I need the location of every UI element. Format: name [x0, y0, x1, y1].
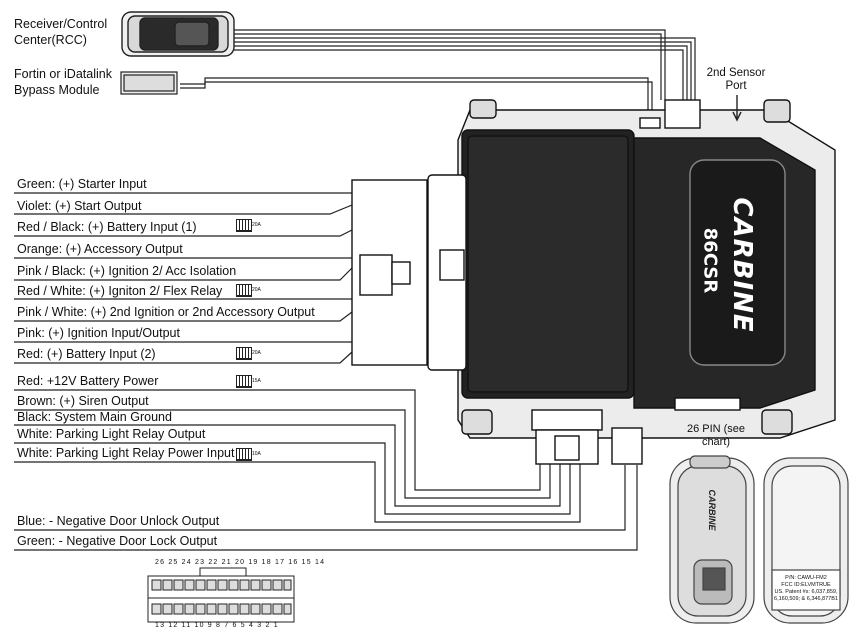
bypass-module — [120, 71, 178, 95]
fuse-rating: 20A — [252, 350, 261, 356]
wire-label: Black: System Main Ground — [17, 410, 172, 424]
wire-label: Red: +12V Battery Power — [17, 374, 159, 388]
fuse-rating: 20A — [252, 222, 261, 228]
wire-label: White: Parking Light Relay Output — [17, 427, 206, 441]
fuse-icon — [236, 375, 252, 388]
sensor-port-arrow — [732, 95, 742, 122]
fuse-icon — [236, 219, 252, 232]
wire-label: Blue: - Negative Door Unlock Output — [17, 514, 220, 528]
rcc-label: Receiver/Control Center(RCC) — [14, 17, 108, 47]
fuse-icon — [236, 448, 252, 461]
wire-label: Green: - Negative Door Lock Output — [17, 534, 218, 548]
model-number: 86CSR — [699, 227, 721, 294]
receiver-module — [121, 11, 235, 57]
pin-numbers-bottom: 13 12 11 10 9 8 7 6 5 4 3 2 1 — [155, 622, 279, 629]
fuse-icon — [236, 284, 252, 297]
wire-label: Red / Black: (+) Battery Input (1) — [17, 220, 197, 234]
wire-label: Violet: (+) Start Output — [17, 199, 142, 213]
brand-logo: CARBINE — [727, 197, 757, 333]
wire-label: Brown: (+) Siren Output — [17, 394, 149, 408]
wire-label: Red: (+) Battery Input (2) — [17, 347, 156, 361]
sensor-port-label: 2nd Sensor Port — [706, 67, 766, 92]
control-module — [351, 99, 836, 465]
wire-label: Pink / Black: (+) Ignition 2/ Acc Isolat… — [17, 264, 237, 278]
wire-label: Red / White: (+) Igniton 2/ Flex Relay — [17, 284, 223, 298]
wire-label: Orange: (+) Accessory Output — [17, 242, 183, 256]
remote-front — [669, 455, 755, 624]
remote-back — [763, 457, 849, 624]
fuse-icon — [236, 347, 252, 360]
wire-label: Pink / White: (+) 2nd Ignition or 2nd Ac… — [17, 305, 315, 319]
fuse-rating: 15A — [252, 378, 261, 384]
pin-connector-drawing — [147, 567, 295, 623]
bypass-label: Fortin or iDatalink Bypass Module — [14, 67, 112, 97]
pin26-label: 26 PIN (see chart) — [686, 423, 746, 448]
fuse-rating: 10A — [252, 451, 261, 457]
wire-label: White: Parking Light Relay Power Input — [17, 446, 235, 460]
fuse-rating: 20A — [252, 287, 261, 293]
wire-label: Pink: (+) Ignition Input/Output — [17, 326, 180, 340]
remote-label-text: P/N: CAWU-FM2 FCC ID:ELVMTRUE US. Patent… — [774, 575, 838, 602]
wire-label: Green: (+) Starter Input — [17, 177, 147, 191]
remote-brand: CARBINE — [707, 489, 717, 531]
pin-numbers-top: 26 25 24 23 22 21 20 19 18 17 16 15 14 — [155, 559, 326, 566]
